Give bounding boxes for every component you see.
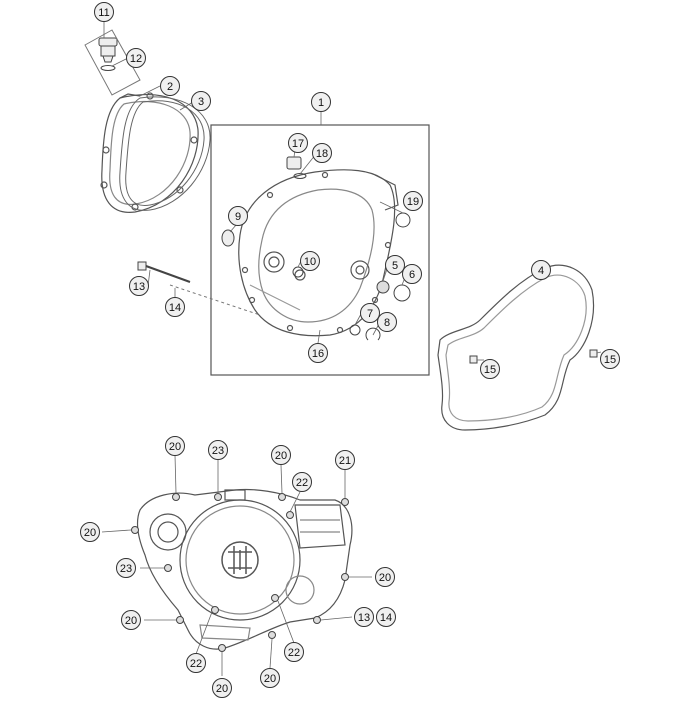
callout-badges: 11 12 2 3 1 17 18 19 9 10 5 6 4 13 14 7 … — [80, 2, 620, 698]
callout-20-d: 20 — [375, 567, 395, 587]
svg-text:14: 14 — [169, 302, 181, 314]
svg-text:6: 6 — [409, 269, 415, 281]
callout-23-b: 23 — [116, 558, 136, 578]
callout-14-bottom: 14 — [376, 607, 396, 627]
callout-7: 7 — [360, 303, 380, 323]
callout-23-a: 23 — [208, 440, 228, 460]
svg-text:20: 20 — [84, 527, 96, 539]
callout-17: 17 — [288, 133, 308, 153]
svg-text:7: 7 — [367, 308, 373, 320]
assembly-frame — [210, 124, 430, 376]
svg-text:22: 22 — [296, 477, 308, 489]
callout-2: 2 — [160, 76, 180, 96]
svg-text:22: 22 — [190, 658, 202, 670]
clutch-cover-gasket-ring — [119, 96, 211, 211]
part-9-bushing — [221, 229, 235, 247]
callout-9: 9 — [228, 206, 248, 226]
part-8-circlip — [365, 327, 381, 341]
svg-text:17: 17 — [292, 138, 304, 150]
part-6-o-ring — [393, 284, 411, 302]
svg-text:20: 20 — [275, 450, 287, 462]
svg-text:10: 10 — [304, 256, 316, 268]
callout-13-top: 13 — [129, 276, 149, 296]
callout-4: 4 — [531, 260, 551, 280]
cover-gasket — [437, 264, 595, 431]
cover-bolt-heads — [131, 493, 349, 652]
callout-20-b: 20 — [271, 445, 291, 465]
svg-text:14: 14 — [380, 612, 392, 624]
callout-5: 5 — [385, 255, 405, 275]
callout-21: 21 — [335, 450, 355, 470]
assembled-clutch-cover — [136, 488, 353, 650]
svg-text:21: 21 — [339, 455, 351, 467]
callout-20-g: 20 — [212, 678, 232, 698]
svg-text:18: 18 — [316, 148, 328, 160]
callout-20-f: 20 — [260, 668, 280, 688]
part-7-washer — [349, 324, 361, 336]
svg-text:13: 13 — [358, 612, 370, 624]
part-10-bearing — [292, 266, 304, 278]
svg-text:20: 20 — [216, 683, 228, 695]
svg-text:20: 20 — [264, 673, 276, 685]
callout-22-a: 22 — [292, 472, 312, 492]
oil-plug-o-ring — [100, 65, 116, 71]
callout-14-top: 14 — [165, 297, 185, 317]
callout-12: 12 — [126, 48, 146, 68]
callout-16: 16 — [308, 343, 328, 363]
callout-20-a: 20 — [165, 436, 185, 456]
svg-text:8: 8 — [384, 317, 390, 329]
svg-text:20: 20 — [379, 572, 391, 584]
callout-20-e: 20 — [121, 610, 141, 630]
svg-text:5: 5 — [392, 260, 398, 272]
part-17-plug — [286, 156, 302, 170]
clutch-cover-outer — [100, 92, 199, 213]
part-19-seal — [395, 212, 411, 228]
svg-text:23: 23 — [120, 563, 132, 575]
callout-20-c: 20 — [80, 522, 100, 542]
inner-clutch-cover — [238, 169, 399, 337]
part-15-bolts-right — [469, 349, 598, 364]
svg-text:11: 11 — [98, 7, 109, 19]
callout-18: 18 — [312, 143, 332, 163]
svg-text:19: 19 — [407, 196, 419, 208]
svg-text:22: 22 — [288, 647, 300, 659]
svg-text:13: 13 — [133, 281, 145, 293]
callout-8: 8 — [377, 312, 397, 332]
svg-text:20: 20 — [169, 441, 181, 453]
oil-filler-plug — [98, 37, 118, 63]
svg-text:9: 9 — [235, 211, 241, 223]
callout-6: 6 — [402, 264, 422, 284]
svg-text:23: 23 — [212, 445, 224, 457]
svg-text:4: 4 — [538, 265, 544, 277]
callout-15-left: 15 — [480, 359, 500, 379]
callout-11: 11 — [94, 2, 114, 22]
callout-3: 3 — [191, 91, 211, 111]
callout-22-b: 22 — [284, 642, 304, 662]
svg-text:15: 15 — [604, 354, 616, 366]
oil-plug-guide-box — [84, 29, 141, 96]
husqvarna-logo-icon — [221, 541, 259, 579]
svg-text:3: 3 — [198, 96, 204, 108]
callout-1: 1 — [311, 92, 331, 112]
callout-22-c: 22 — [186, 653, 206, 673]
part-13-long-bolt — [137, 261, 191, 283]
svg-text:20: 20 — [125, 615, 137, 627]
part-14-pin — [169, 284, 261, 316]
svg-text:1: 1 — [318, 97, 324, 109]
svg-text:2: 2 — [167, 81, 173, 93]
leader-lines — [101, 20, 602, 676]
callout-15-right: 15 — [600, 349, 620, 369]
callout-10: 10 — [300, 251, 320, 271]
svg-text:12: 12 — [130, 53, 142, 65]
part-5-seal — [376, 280, 390, 294]
svg-text:15: 15 — [484, 364, 496, 376]
svg-text:16: 16 — [312, 348, 324, 360]
callout-19: 19 — [403, 191, 423, 211]
callout-13-bottom: 13 — [354, 607, 374, 627]
